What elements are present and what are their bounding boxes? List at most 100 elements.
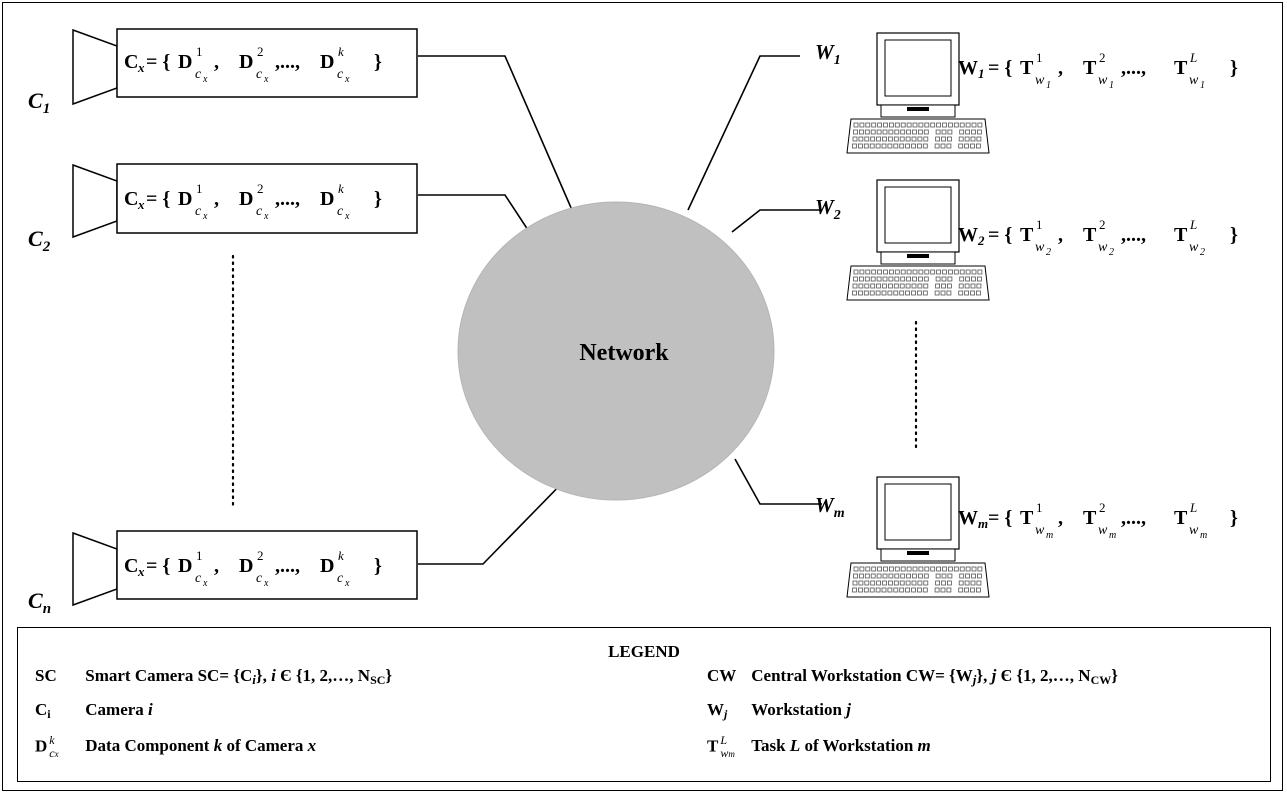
formula-sup: 2 xyxy=(1099,500,1106,515)
keyboard-key xyxy=(853,566,859,572)
keyboard-key xyxy=(882,580,887,586)
legend-item-wj: Wj Workstation j xyxy=(707,700,851,722)
keyboard-key xyxy=(870,573,876,579)
keyboard-key xyxy=(947,136,952,142)
keyboard-key xyxy=(852,580,858,586)
formula-close: } xyxy=(374,555,382,577)
formula-sub: 1 xyxy=(1200,80,1205,91)
camera-body xyxy=(116,163,418,234)
keyboard-key xyxy=(853,573,858,579)
legend-desc: Smart Camera SC= {Ci}, i Є {1, 2,…, NSC} xyxy=(85,666,393,687)
keyboard-key xyxy=(863,143,869,149)
network-label: Network xyxy=(579,340,669,366)
keyboard-key xyxy=(865,122,871,128)
keyboard-key xyxy=(912,276,917,282)
keyboard-key xyxy=(877,566,882,572)
keyboard-key xyxy=(905,136,911,142)
formula-sub: c xyxy=(195,67,202,82)
connection-lines xyxy=(418,55,822,565)
keyboard-key xyxy=(911,136,917,142)
formula-sep: , xyxy=(1058,224,1063,246)
keyboard-key xyxy=(971,276,976,282)
keyboard-key xyxy=(881,143,887,149)
formula-sup: 1 xyxy=(1036,50,1043,65)
keyboard-key xyxy=(935,276,941,282)
formula-d: D xyxy=(178,555,192,577)
legend-desc: Central Workstation CW= {Wj}, j Є {1, 2,… xyxy=(751,666,1118,687)
formula-sub: c xyxy=(195,571,202,586)
keyboard-key xyxy=(869,290,875,296)
keyboard-key xyxy=(959,122,965,128)
keyboard-key xyxy=(941,136,946,142)
keyboard-key xyxy=(893,143,899,149)
keyboard-key xyxy=(971,129,976,135)
keyboard-key xyxy=(918,573,923,579)
camera-body xyxy=(116,530,418,600)
keyboard-key xyxy=(887,290,893,296)
keyboard-key xyxy=(859,122,865,128)
keyboard-key xyxy=(893,290,899,296)
legend-desc: Camera i xyxy=(85,700,153,719)
formula-t: T xyxy=(1020,507,1034,529)
keyboard-key xyxy=(970,283,976,289)
formula-close: } xyxy=(374,51,382,73)
formula-sup: 2 xyxy=(1099,50,1106,65)
keyboard-key xyxy=(905,143,910,149)
formula-sub: x xyxy=(137,197,145,212)
formula-sub: w xyxy=(1098,73,1108,88)
keyboard-key xyxy=(900,573,906,579)
keyboard-key xyxy=(865,566,871,572)
keyboard-key xyxy=(930,566,936,572)
formula-sub: w xyxy=(1035,523,1045,538)
legend-title: LEGEND xyxy=(608,642,680,661)
legend-code: Ci xyxy=(35,700,51,721)
formula-sub: w xyxy=(1189,240,1199,255)
formula-sub: 2 xyxy=(1046,247,1051,258)
keyboard-key xyxy=(941,129,947,135)
formula-sub: x xyxy=(344,74,350,85)
keyboard-key xyxy=(857,290,863,296)
formula-sub: w xyxy=(1189,523,1199,538)
formula-sub: c xyxy=(337,571,344,586)
keyboard-key xyxy=(912,269,918,275)
keyboard-key xyxy=(934,587,940,593)
keyboard-key xyxy=(917,580,923,586)
formula-d: D xyxy=(178,51,192,73)
keyboard-key xyxy=(923,580,929,586)
formula-d: D xyxy=(178,188,192,210)
keyboard-key xyxy=(917,136,923,142)
keyboard-key xyxy=(899,283,905,289)
keyboard-key xyxy=(869,587,875,593)
keyboard-key xyxy=(941,283,946,289)
keyboard-key xyxy=(863,290,869,296)
formula-sep: ,..., xyxy=(1121,507,1146,529)
formula-open: = { xyxy=(146,51,170,73)
keyboard-key xyxy=(912,122,918,128)
keyboard-key xyxy=(888,136,893,142)
keyboard-key xyxy=(976,129,982,135)
keyboard-key xyxy=(853,276,858,282)
keyboard-key xyxy=(888,283,893,289)
keyboard-key xyxy=(948,269,953,275)
legend-box: LEGEND SC Smart Camera SC= {Ci}, i Є {1,… xyxy=(17,627,1271,782)
keyboard-key xyxy=(858,580,864,586)
keyboard-key xyxy=(893,587,899,593)
formula-sub: m xyxy=(1109,530,1116,541)
formula-close: } xyxy=(1230,57,1238,79)
legend-item-cw: CW Central Workstation CW= {Wj}, j Є {1,… xyxy=(707,666,1118,688)
keyboard-key xyxy=(923,573,929,579)
keyboard-key xyxy=(865,269,871,275)
formula-sub: c xyxy=(256,571,263,586)
camera-body xyxy=(116,28,418,98)
formula-sub: c xyxy=(256,67,263,82)
keyboard-key xyxy=(882,276,888,282)
computer-icon-w2 xyxy=(846,179,990,301)
keyboard-key xyxy=(942,269,947,275)
formula-sup: 1 xyxy=(196,181,203,196)
keyboard-key xyxy=(911,290,916,296)
link-cn-network xyxy=(418,472,573,565)
computer-icon-wm xyxy=(846,476,990,598)
keyboard-key xyxy=(888,573,894,579)
